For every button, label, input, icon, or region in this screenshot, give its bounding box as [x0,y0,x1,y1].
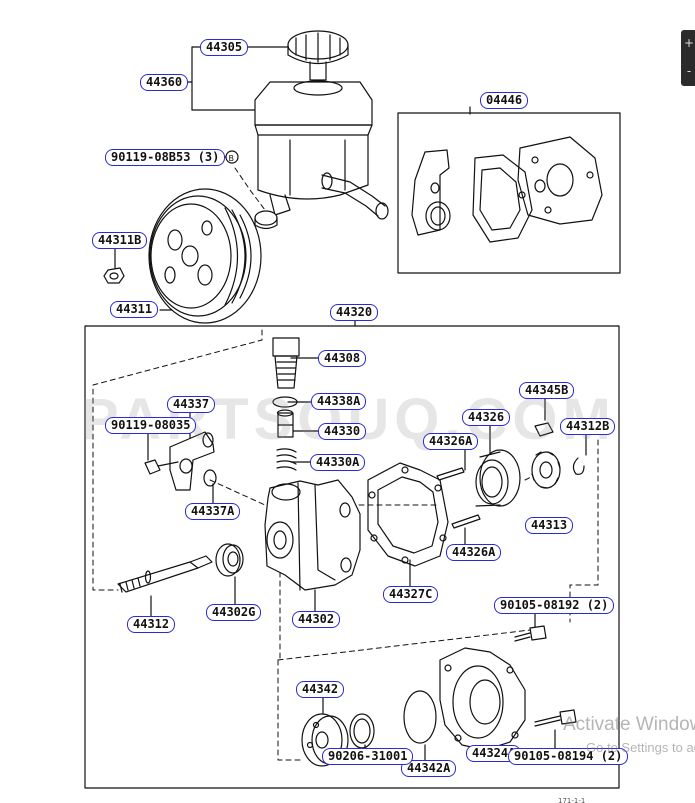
part-label-44326[interactable]: 44326 [462,409,511,426]
part-label-44342a[interactable]: 44342A [401,760,457,777]
part-label-44330a[interactable]: 44330A [310,454,366,471]
part-label-44302g[interactable]: 44302G [206,604,262,621]
part-label-44312b[interactable]: 44312B [560,418,616,435]
part-label-44312[interactable]: 44312 [127,616,176,633]
part-label-44338a[interactable]: 44338A [311,393,367,410]
part-label-90206-31001[interactable]: 90206-31001 [322,748,414,765]
part-label-44305[interactable]: 44305 [200,39,249,56]
svg-text:B: B [229,154,235,163]
part-label-44327c[interactable]: 44327C [383,586,439,603]
zoom-out-button[interactable]: - [686,64,692,78]
zoom-scroll-widget[interactable]: + - [681,30,695,86]
part-label-44308[interactable]: 44308 [318,350,367,367]
part-label-44326a-top[interactable]: 44326A [423,433,479,450]
part-label-44320[interactable]: 44320 [330,304,379,321]
part-label-90119-08035[interactable]: 90119-08035 [105,417,197,434]
part-label-90105-08194[interactable]: 90105-08194 (2) [508,748,629,765]
part-label-44330[interactable]: 44330 [318,423,367,440]
part-label-44360[interactable]: 44360 [140,74,189,91]
part-label-44313[interactable]: 44313 [525,517,574,534]
part-label-44342[interactable]: 44342 [296,681,345,698]
part-label-44326a-bottom[interactable]: 44326A [446,544,502,561]
part-label-90105-08192[interactable]: 90105-08192 (2) [494,597,615,614]
part-label-90119-08b53[interactable]: 90119-08B53 (3) [105,149,226,166]
part-label-44345b[interactable]: 44345B [519,382,575,399]
part-label-44302[interactable]: 44302 [292,611,341,628]
part-label-44311[interactable]: 44311 [110,301,159,318]
part-label-44337a[interactable]: 44337A [185,503,241,520]
part-label-44311b[interactable]: 44311B [92,232,148,249]
zoom-in-button[interactable]: + [684,36,695,50]
diagram-footer-code: 171-1-1 [558,797,586,803]
part-label-44337[interactable]: 44337 [167,396,216,413]
part-label-44324a[interactable]: 44324A [466,745,522,762]
part-label-04446[interactable]: 04446 [480,92,529,109]
